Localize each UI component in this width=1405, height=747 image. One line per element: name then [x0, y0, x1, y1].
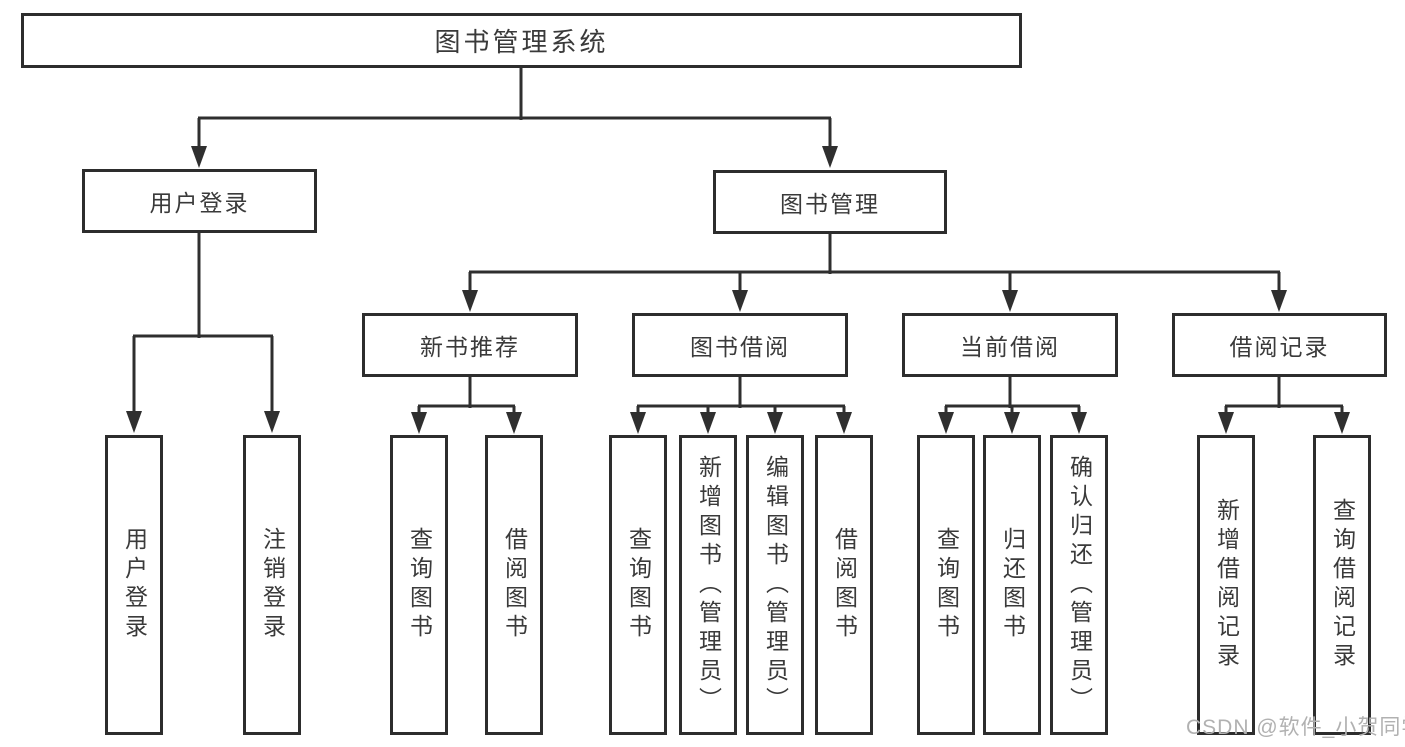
- leaf-edit-books-admin: 编辑图书（管理员）: [746, 435, 804, 735]
- node-book-management-label: 图书管理: [780, 191, 880, 217]
- leaf-query-borrow-record: 查询借阅记录: [1313, 435, 1371, 735]
- node-book-borrowing: 图书借阅: [632, 313, 848, 377]
- leaf-query-books-borrowing-label: 查询图书: [625, 527, 652, 643]
- leaf-confirm-return-admin: 确认归还（管理员）: [1050, 435, 1108, 735]
- leaf-user-login: 用户登录: [105, 435, 163, 735]
- leaf-edit-books-admin-label: 编辑图书（管理员）: [762, 454, 789, 716]
- leaf-query-books-recommend: 查询图书: [390, 435, 448, 735]
- leaf-logout-label: 注销登录: [259, 527, 286, 643]
- leaf-add-borrow-record: 新增借阅记录: [1197, 435, 1255, 735]
- node-user-login-label: 用户登录: [149, 190, 250, 216]
- node-user-login: 用户登录: [82, 169, 317, 233]
- node-current-borrowing: 当前借阅: [902, 313, 1118, 377]
- leaf-return-books-label: 归还图书: [999, 527, 1026, 643]
- leaf-query-books-recommend-label: 查询图书: [406, 527, 433, 643]
- node-library-system-label: 图书管理系统: [434, 27, 609, 57]
- leaf-borrow-books-recommend: 借阅图书: [485, 435, 543, 735]
- node-new-book-recommend: 新书推荐: [362, 313, 578, 377]
- leaf-query-books-current-label: 查询图书: [933, 527, 960, 643]
- leaf-user-login-label: 用户登录: [121, 527, 148, 643]
- leaf-add-books-admin: 新增图书（管理员）: [679, 435, 737, 735]
- node-book-management: 图书管理: [713, 170, 947, 234]
- leaf-borrow-books-recommend-label: 借阅图书: [501, 527, 528, 643]
- leaf-add-books-admin-label: 新增图书（管理员）: [695, 454, 722, 716]
- leaf-query-books-borrowing: 查询图书: [609, 435, 667, 735]
- leaf-query-borrow-record-label: 查询借阅记录: [1329, 498, 1356, 672]
- leaf-logout: 注销登录: [243, 435, 301, 735]
- leaf-add-borrow-record-label: 新增借阅记录: [1213, 498, 1240, 672]
- leaf-return-books: 归还图书: [983, 435, 1041, 735]
- node-book-borrowing-label: 图书借阅: [690, 334, 790, 360]
- leaf-borrow-books-borrowing: 借阅图书: [815, 435, 873, 735]
- node-borrowing-records-label: 借阅记录: [1229, 334, 1330, 360]
- leaf-borrow-books-borrowing-label: 借阅图书: [831, 527, 858, 643]
- node-current-borrowing-label: 当前借阅: [960, 334, 1060, 360]
- leaf-query-books-current: 查询图书: [917, 435, 975, 735]
- leaf-confirm-return-admin-label: 确认归还（管理员）: [1066, 454, 1093, 716]
- csdn-watermark: CSDN @软件_小贺同学: [1186, 716, 1405, 739]
- node-new-book-recommend-label: 新书推荐: [420, 334, 520, 360]
- node-library-system: 图书管理系统: [21, 13, 1022, 68]
- node-borrowing-records: 借阅记录: [1172, 313, 1387, 377]
